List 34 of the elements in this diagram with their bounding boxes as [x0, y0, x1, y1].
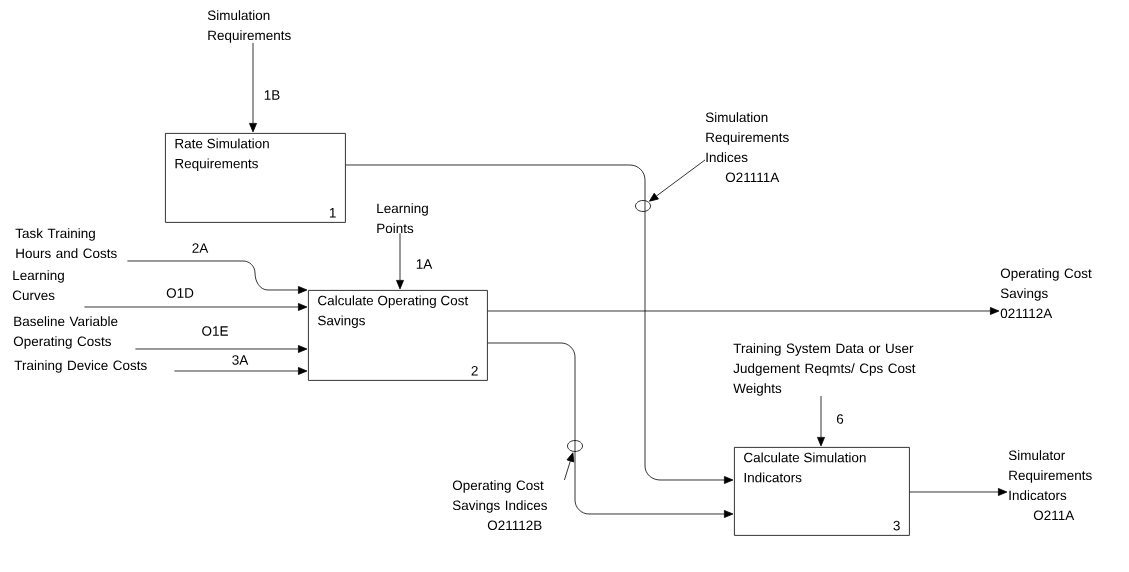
- edge-label: O1E: [200, 325, 230, 337]
- arrow: [817, 395, 825, 447]
- input-label: Task Training Hours and Costs: [15, 228, 117, 259]
- control-label: Training System Data or User Judgement Reqmts/ Cps Cost Weights: [733, 343, 916, 396]
- edge-label: 2A: [190, 242, 210, 254]
- arrow: [396, 232, 404, 290]
- arrow: [127, 260, 308, 294]
- edge-label: 3A: [230, 354, 250, 366]
- input-label: Baseline Variable Operating Costs: [13, 316, 118, 349]
- arrow: [487, 342, 734, 518]
- process-box: Calculate Simulation Indicators 3: [734, 447, 910, 536]
- arrow: [249, 42, 257, 133]
- edge-label: O1D: [165, 287, 195, 299]
- input-label: Simulation Requirements: [207, 10, 291, 43]
- input-label: Training Device Costs: [14, 360, 147, 373]
- output-label: Simulation Requirements Indices O21111A: [705, 112, 789, 183]
- output-label: Operating Cost Savings 021112A: [1000, 268, 1092, 319]
- output-label: Operating Cost Savings Indices O21112B: [452, 480, 547, 531]
- leader-line: [649, 159, 706, 202]
- arrow: [909, 488, 1008, 496]
- arrow: [84, 303, 308, 311]
- arrow: [174, 367, 308, 375]
- input-label: Learning Curves: [12, 270, 64, 301]
- output-label: Simulator Requirements Indicators O211A: [1008, 450, 1092, 521]
- edge-label: 1B: [262, 89, 282, 101]
- leader-line: [564, 452, 575, 481]
- arrow: [487, 307, 1000, 315]
- arrow: [345, 164, 734, 484]
- edge-label: 6: [835, 413, 845, 425]
- process-box: Calculate Operating Cost Savings 2: [308, 290, 488, 381]
- process-box: Rate Simulation Requirements 1: [165, 133, 346, 223]
- edge-label: 1A: [414, 258, 434, 270]
- control-label: Learning Points: [377, 203, 428, 234]
- arrow: [135, 345, 308, 353]
